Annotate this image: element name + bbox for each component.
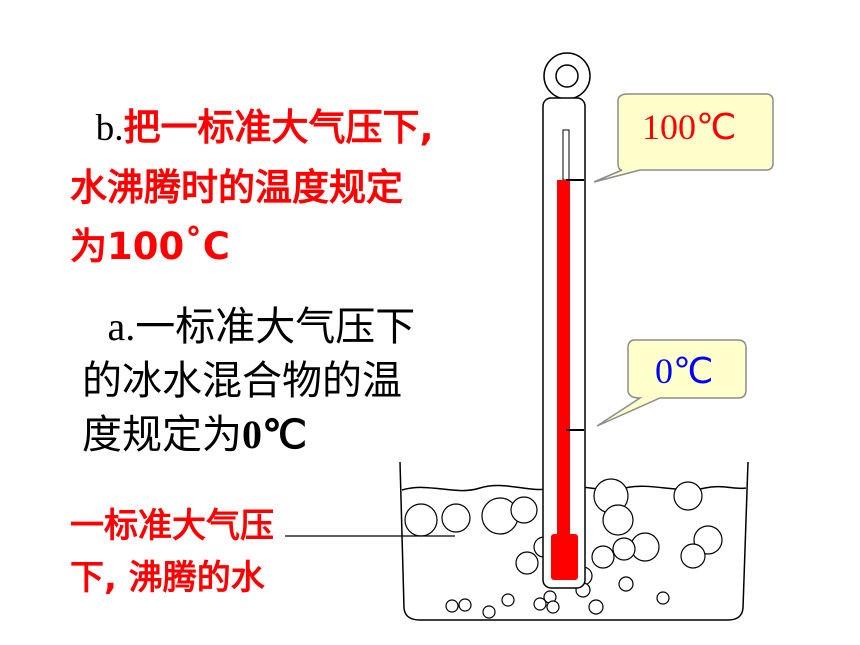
boiling-water-line1: 一标准大气压 [70, 506, 274, 546]
callout-0 [596, 339, 747, 427]
freezing-definition-line3: 度规定为0℃ [82, 412, 307, 458]
boiling-point-label: 100℃ [642, 107, 737, 147]
freezing-prefix: a. [107, 304, 136, 349]
boiling-definition-line3: 为100˚C [70, 225, 230, 268]
freezing-point-label: 0℃ [655, 351, 714, 391]
callout-100 [593, 93, 774, 183]
boiling-prefix: b. [95, 108, 124, 149]
mercury-bulb [551, 534, 578, 580]
thermometer [542, 52, 591, 589]
freezing-definition: a.一标准大气压下 的冰水混合物的温 度规定为0℃ [82, 300, 415, 462]
beaker [399, 461, 749, 621]
mercury-column [557, 180, 570, 538]
freezing-definition-line2: 的冰水混合物的温 [82, 358, 402, 404]
thermometer-capillary-top [562, 129, 570, 181]
freezing-definition-line1: a.一标准大气压下 [107, 304, 416, 350]
boiling-water-line2: 下, 沸腾的水 [70, 558, 265, 598]
thermometer-ring-inner [555, 64, 579, 88]
boiling-definition-line1: b.把一标准大气压下, [95, 106, 434, 149]
boiling-definition-line2: 水沸腾时的温度规定 [70, 166, 403, 209]
boiling-definition: b.把一标准大气压下, 水沸腾时的温度规定 为100˚C [70, 98, 434, 276]
boiling-water-label: 一标准大气压 下, 沸腾的水 [70, 500, 274, 604]
water-surface [401, 484, 747, 492]
